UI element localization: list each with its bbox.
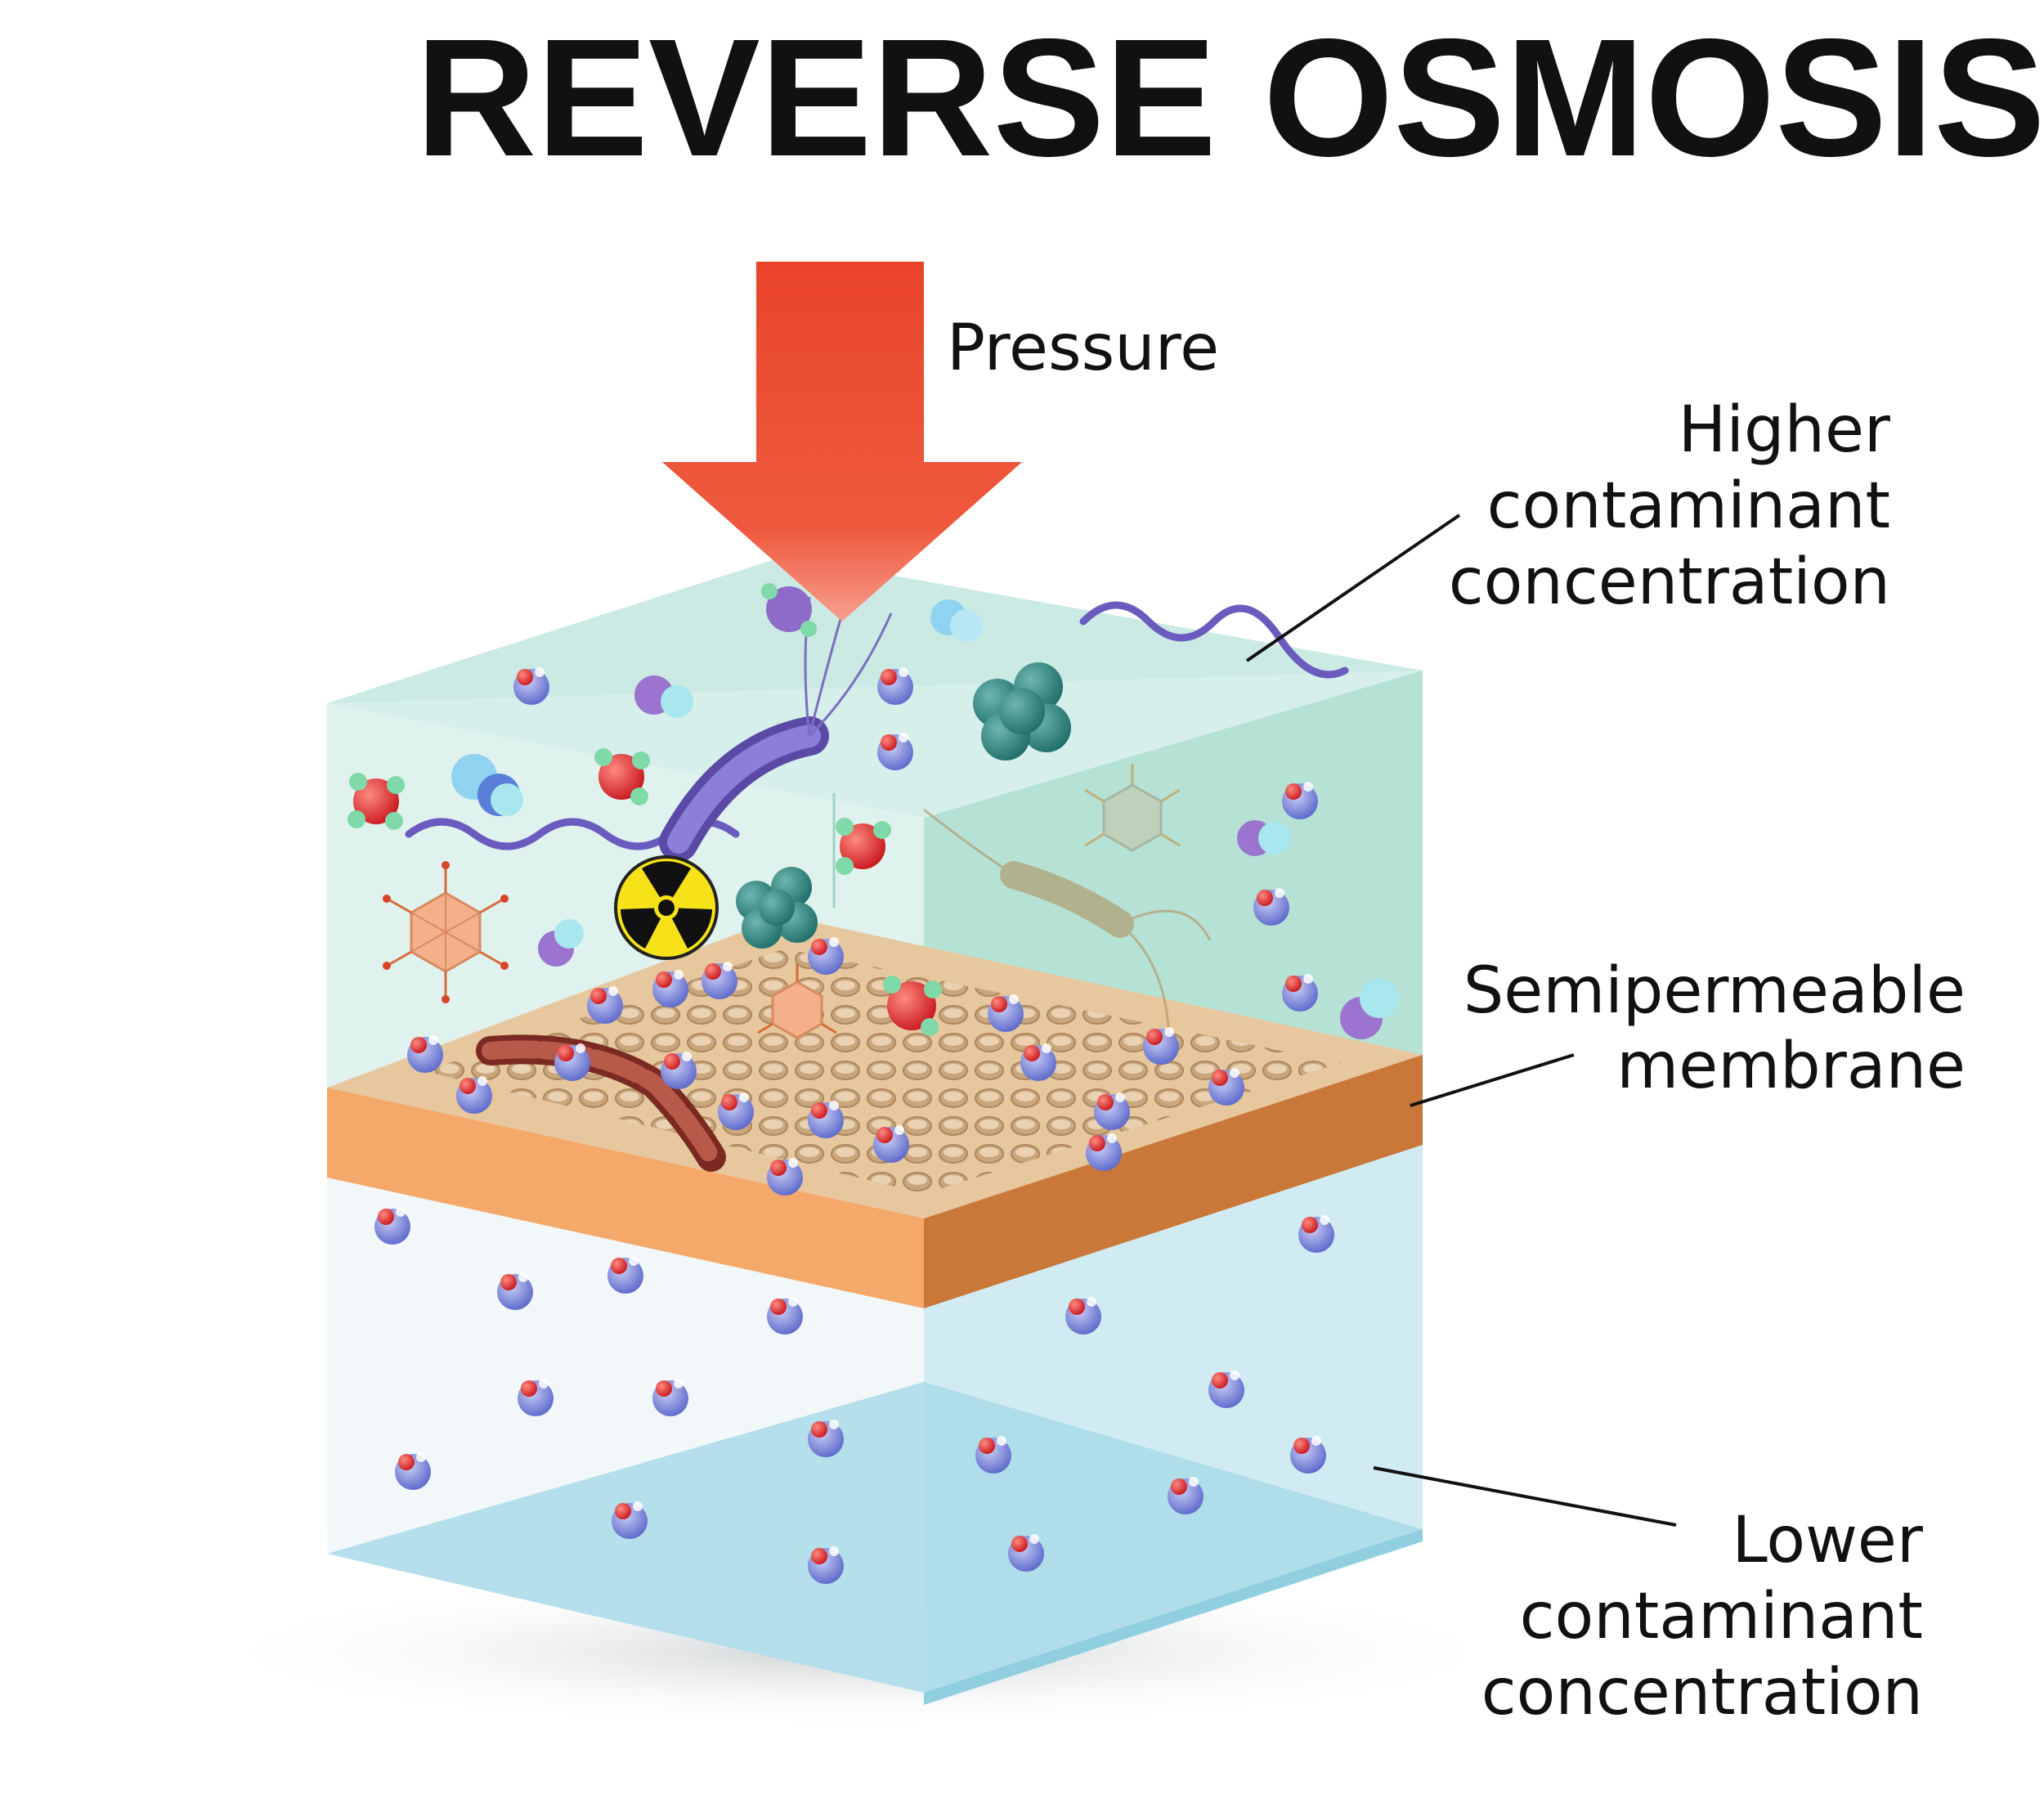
membrane-side (924, 1055, 1423, 1308)
water-molecule-icon (1008, 1534, 1044, 1572)
page-title: REVERSE OSMOSIS (415, 4, 2044, 191)
higher-concentration-label: Higher contaminant concentration (1449, 393, 1891, 619)
water-molecule-icon (988, 994, 1024, 1032)
contaminant-molecule-icon (1237, 820, 1291, 856)
higher-leader-line (1245, 514, 1461, 662)
water-molecule-icon (1065, 1297, 1101, 1335)
water-molecules (374, 667, 1334, 1584)
water-molecule-icon (702, 962, 737, 999)
membrane-holes (425, 949, 1341, 1194)
filtered-water-surface (327, 1382, 1423, 1693)
contaminant-molecule-icon (347, 773, 405, 830)
radiation-symbol-icon (614, 855, 719, 960)
pressure-label: Pressure (947, 312, 1219, 385)
pressure-arrow-icon (662, 262, 1022, 621)
lower-line-3: concentration (1481, 1656, 1923, 1729)
water-molecule-icon (661, 1052, 697, 1089)
water-molecule-icon (652, 970, 688, 1007)
contaminants (347, 583, 1399, 1172)
water-molecule-icon (877, 733, 913, 770)
virus-icon (383, 861, 509, 1003)
membrane-label: Semipermeable membrane (1464, 954, 1966, 1103)
water-molecule-icon (767, 1297, 803, 1335)
water-molecule-icon (1208, 1068, 1244, 1106)
water-molecule-icon (808, 1101, 844, 1138)
water-molecule-icon (1298, 1215, 1334, 1253)
bacterium-icon (476, 1034, 726, 1172)
water-molecule-icon (374, 1207, 410, 1245)
contaminant-molecule-icon (836, 818, 891, 875)
water-molecule-icon (456, 1076, 492, 1114)
contaminant-molecule-icon (761, 583, 817, 637)
water-molecule-icon (1282, 782, 1318, 819)
water-molecule-icon (1020, 1043, 1056, 1081)
water-molecule-icon (1168, 1477, 1204, 1514)
water-molecule-icon (1094, 1092, 1130, 1130)
water-molecule-icon (877, 667, 913, 705)
water-molecule-icon (587, 986, 623, 1024)
water-molecule-icon (607, 1256, 643, 1294)
higher-line-3: concentration (1449, 545, 1890, 619)
water-molecule-icon (513, 667, 549, 705)
water-molecule-icon (808, 937, 844, 975)
water-molecule-icon (518, 1379, 554, 1416)
water-molecule-icon (975, 1436, 1011, 1474)
water-molecule-icon (1208, 1371, 1244, 1408)
higher-line-1: Higher (1679, 393, 1891, 467)
water-molecule-icon (767, 1158, 803, 1196)
contaminant-molecule-icon (451, 754, 523, 816)
higher-line-2: contaminant (1487, 469, 1890, 543)
membrane-leader-line (1410, 1053, 1575, 1107)
contaminant-molecule-icon (930, 599, 983, 642)
contaminant-molecule-icon (1340, 979, 1399, 1039)
water-molecule-icon (1290, 1436, 1326, 1474)
water-molecule-icon (612, 1501, 648, 1539)
virus-icon (1084, 764, 1181, 852)
membrane-line-2: membrane (1616, 1030, 1966, 1103)
water-molecule-icon (1282, 974, 1318, 1012)
water-molecule-icon (808, 1420, 844, 1457)
membrane-front (327, 1088, 924, 1308)
virus-icon (757, 964, 837, 1039)
lower-line-1: Lower (1732, 1504, 1924, 1577)
water-molecule-icon (497, 1272, 533, 1310)
contaminant-molecule-icon (634, 675, 693, 718)
strand-icon (1079, 601, 1349, 679)
water-molecule-icon (718, 1092, 754, 1130)
contaminant-cluster-icon (973, 662, 1071, 760)
contaminant-molecule-icon (538, 919, 584, 967)
water-molecule-icon (652, 1379, 688, 1416)
water-molecule-icon (1143, 1027, 1179, 1065)
water-molecule-icon (554, 1043, 590, 1081)
membrane-line-1: Semipermeable (1464, 954, 1966, 1028)
water-molecule-icon (407, 1035, 443, 1073)
contaminant-cluster-icon (736, 867, 818, 949)
water-molecule-icon (395, 1452, 431, 1490)
water-molecule-icon (873, 1125, 909, 1163)
filtered-water-front (924, 1529, 1423, 1705)
contaminant-molecule-icon (594, 748, 650, 805)
lower-leader-line (1373, 1466, 1677, 1527)
water-molecule-icon (808, 1546, 844, 1584)
bacterium-icon (659, 596, 893, 862)
lower-line-2: contaminant (1520, 1580, 1923, 1653)
water-molecule-icon (1253, 888, 1289, 926)
contaminant-molecule-icon (883, 976, 942, 1036)
lower-concentration-label: Lower contaminant concentration (1481, 1504, 1924, 1729)
water-molecule-icon (1086, 1133, 1122, 1171)
